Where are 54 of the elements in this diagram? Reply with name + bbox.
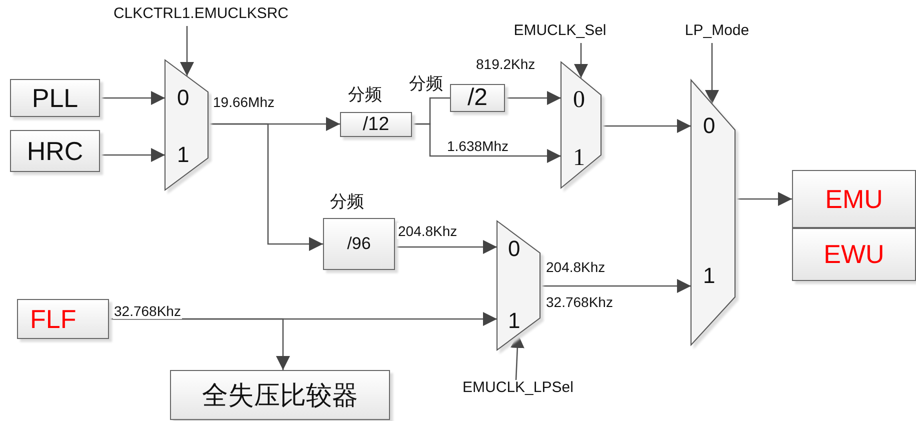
arrow [208, 123, 323, 251]
arrow [395, 240, 497, 254]
arrow [109, 318, 290, 370]
block [792, 228, 916, 281]
edge-label: 204.8Khz [397, 223, 458, 239]
arrow [180, 26, 194, 76]
block [10, 130, 100, 172]
divider-label: 分频 [348, 87, 382, 104]
arrow [100, 91, 165, 105]
signal-label: CLKCTRL1.EMUCLKSRC [112, 6, 290, 21]
arrow [601, 119, 691, 133]
arrow [705, 43, 719, 104]
input-number: 0 [573, 88, 585, 112]
arrow [412, 123, 561, 163]
input-number: 0 [703, 115, 716, 137]
input-number: 1 [177, 144, 190, 166]
block-label: EMU [825, 184, 883, 214]
block [17, 299, 109, 339]
block [170, 370, 390, 420]
input-number: 0 [177, 87, 190, 109]
block-label: HRC [26, 136, 84, 166]
block-label: EWU [824, 239, 884, 270]
input-number: 1 [573, 146, 585, 170]
block [340, 112, 412, 137]
arrow [100, 148, 165, 162]
input-number: 0 [508, 238, 520, 260]
block-label: /96 [347, 234, 371, 254]
arrow [540, 279, 691, 293]
frequency-label: 19.66Mhz [212, 94, 276, 110]
arrow [505, 91, 561, 105]
divider-label: 分频 [330, 194, 364, 211]
arrow [735, 192, 792, 206]
signal-label: LP_Mode [684, 23, 750, 38]
block [323, 218, 395, 270]
block-label: FLF [30, 304, 76, 334]
arrow [574, 43, 588, 78]
block-label: 全失压比较器 [202, 378, 358, 412]
block [450, 84, 505, 112]
block [792, 170, 916, 228]
arrow [510, 334, 524, 380]
input-number: 1 [703, 265, 716, 287]
edge-label: 32.768Khz [113, 303, 182, 319]
edge-label: 1.638Mhz [446, 138, 510, 154]
frequency-label: 204.8Khz [545, 259, 606, 275]
frequency-label: 32.768Khz [545, 294, 614, 310]
signal-label: EMUCLK_Sel [512, 23, 608, 38]
edge-label: 819.2Khz [475, 56, 536, 72]
input-number: 1 [508, 310, 520, 332]
block-label: /12 [362, 114, 390, 136]
signal-label: EMUCLK_LPSel [462, 380, 574, 395]
block [10, 79, 100, 117]
block-label: /2 [467, 84, 488, 112]
divider-label: 分频 [409, 76, 443, 93]
block-label: PLL [32, 82, 78, 114]
